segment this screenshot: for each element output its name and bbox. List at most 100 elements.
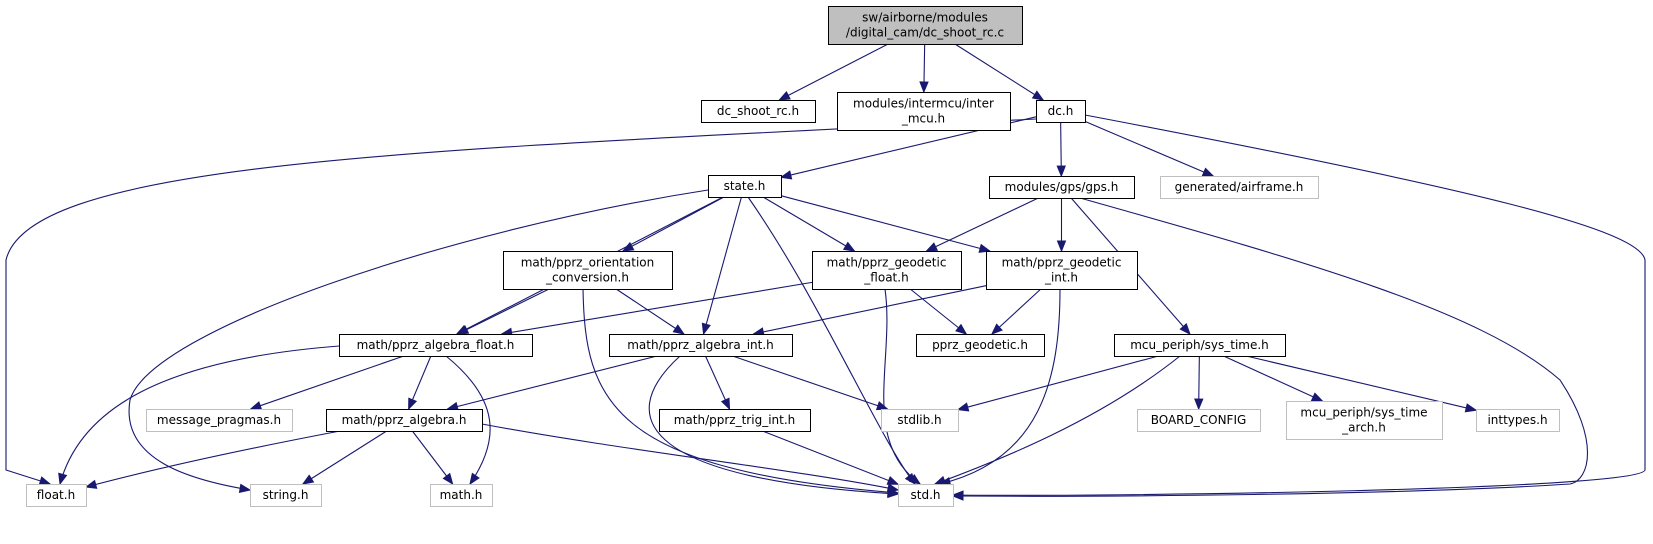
edge-line	[501, 281, 813, 335]
node-geodetic-float-h[interactable]: math/pprz_geodetic_float.h	[812, 251, 962, 290]
node-box	[1476, 409, 1560, 432]
edge-line	[1084, 120, 1214, 177]
node-label: math/pprz_geodetic	[827, 256, 947, 270]
edge-arrowhead	[1031, 90, 1045, 101]
edge-arrowhead	[978, 243, 992, 253]
node-box	[503, 251, 673, 290]
edge-line	[250, 355, 404, 410]
edge-line	[128, 189, 709, 491]
node-label: stdlib.h	[897, 413, 941, 427]
edge-line	[934, 355, 1181, 485]
node-label: math/pprz_algebra.h	[342, 413, 467, 427]
edge-arrowhead	[408, 397, 418, 411]
node-math-h: math.h	[430, 484, 493, 507]
node-label: math.h	[440, 488, 483, 502]
node-label: math/pprz_algebra_int.h	[627, 338, 774, 352]
node-box	[1160, 176, 1319, 199]
edge-arrowhead	[38, 476, 52, 486]
node-label: sw/airborne/modules	[862, 11, 988, 25]
edge-line	[926, 197, 1039, 252]
node-algebra-h[interactable]: math/pprz_algebra.h	[326, 409, 483, 432]
node-inter-mcu-h[interactable]: modules/intermcu/inter_mcu.h	[837, 92, 1011, 131]
edge-line	[457, 288, 550, 335]
edge-line	[447, 355, 658, 410]
node-trig-int-h[interactable]: math/pprz_trig_int.h	[659, 409, 811, 432]
edge-geodetic_int_h-to-pprz_geodetic_h	[990, 288, 1042, 335]
edge-arrowhead	[1464, 403, 1478, 413]
edge-line	[481, 423, 899, 491]
edge-line	[1223, 355, 1323, 402]
edge-algebra_h-to-float_h	[84, 430, 341, 489]
edge-arrowhead	[955, 323, 968, 335]
edge-geodetic_float_h-to-std_h	[883, 288, 922, 485]
edge-geodetic_int_h-to-algebra_int_h	[752, 285, 987, 337]
node-box	[812, 251, 962, 290]
edge-arrowhead	[701, 322, 711, 336]
edge-algebra_h-to-string_h	[301, 430, 387, 485]
node-label: float.h	[37, 488, 75, 502]
node-label: dc.h	[1048, 104, 1074, 118]
edge-line	[732, 355, 888, 410]
node-algebra-float-h[interactable]: math/pprz_algebra_float.h	[339, 334, 533, 357]
edge-arrowhead	[249, 401, 263, 411]
node-sys-time-h[interactable]: mcu_periph/sys_time.h	[1114, 334, 1286, 357]
node-box	[989, 176, 1135, 199]
edge-root-to-dc_h	[954, 43, 1045, 101]
node-label: _mcu.h	[901, 112, 945, 126]
node-dc-h[interactable]: dc.h	[1036, 100, 1086, 123]
node-algebra-int-h[interactable]: math/pprz_algebra_int.h	[609, 334, 793, 357]
edge-arrowhead	[875, 401, 889, 411]
node-label: inttypes.h	[1487, 413, 1547, 427]
edge-root-to-dc_shoot_rc_h	[778, 43, 889, 101]
node-label: mcu_periph/sys_time.h	[1130, 338, 1269, 352]
edge-algebra_h-to-std_h	[481, 423, 900, 493]
edge-arrowhead	[778, 90, 791, 101]
node-label: string.h	[263, 488, 309, 502]
edge-sys_time_h-to-stdlib_h	[956, 355, 1159, 412]
edge-dc_h-to-gps_h	[1056, 121, 1066, 178]
edge-arrowhead	[301, 474, 315, 485]
edge-state_h-to-orientation_h	[621, 196, 725, 252]
node-label: pprz_geodetic.h	[932, 338, 1028, 352]
node-orientation-h[interactable]: math/pprz_orientation_conversion.h	[503, 251, 673, 290]
edge-arrowhead	[925, 242, 939, 252]
edge-arrowhead	[672, 324, 686, 335]
edge-arrowhead	[919, 81, 929, 94]
edge-line	[957, 355, 1159, 411]
node-box	[146, 409, 293, 432]
edge-arrowhead	[1179, 322, 1191, 336]
node-box	[986, 251, 1138, 290]
node-box	[609, 334, 793, 357]
edge-gps_h-to-geodetic_int_h	[1056, 198, 1067, 253]
node-airframe-h: generated/airframe.h	[1160, 176, 1319, 199]
edge-line	[954, 43, 1044, 101]
node-stdlib-h: stdlib.h	[881, 409, 959, 432]
node-box	[898, 484, 954, 507]
edge-orientation_h-to-algebra_int_h	[615, 288, 686, 335]
edge-gps_h-to-geodetic_float_h	[925, 197, 1039, 252]
node-state-h[interactable]: state.h	[708, 175, 782, 198]
node-label: mcu_periph/sys_time	[1300, 406, 1427, 420]
node-box	[1114, 334, 1286, 357]
node-dc-shoot-rc-h[interactable]: dc_shoot_rc.h	[701, 100, 816, 123]
node-gps-h[interactable]: modules/gps/gps.h	[989, 176, 1135, 199]
edge-state_h-to-string_h	[128, 189, 709, 493]
edge-line	[582, 288, 899, 494]
edge-sys_time_h-to-sys_time_arch_h	[1223, 355, 1324, 402]
node-label: state.h	[724, 179, 766, 193]
node-box	[250, 484, 322, 507]
edge-algebra_int_h-to-algebra_h	[446, 355, 658, 412]
node-label: _conversion.h	[545, 271, 629, 285]
node-geodetic-int-h[interactable]: math/pprz_geodetic_int.h	[986, 251, 1138, 290]
edge-geodetic_float_h-to-algebra_float_h	[500, 281, 813, 337]
node-root[interactable]: sw/airborne/modules/digital_cam/dc_shoot…	[828, 6, 1023, 45]
node-box	[326, 409, 483, 432]
node-std-h: std.h	[898, 484, 954, 507]
node-label: message_pragmas.h	[157, 413, 281, 427]
edge-algebra_float_h-to-message_pragmas_h	[249, 355, 404, 411]
node-pprz-geodetic-h[interactable]: pprz_geodetic.h	[916, 334, 1045, 357]
edge-line	[411, 430, 454, 485]
edge-dc_h-to-airframe_h	[1084, 120, 1215, 177]
edge-arrowhead	[956, 402, 970, 412]
edge-line	[615, 288, 685, 335]
